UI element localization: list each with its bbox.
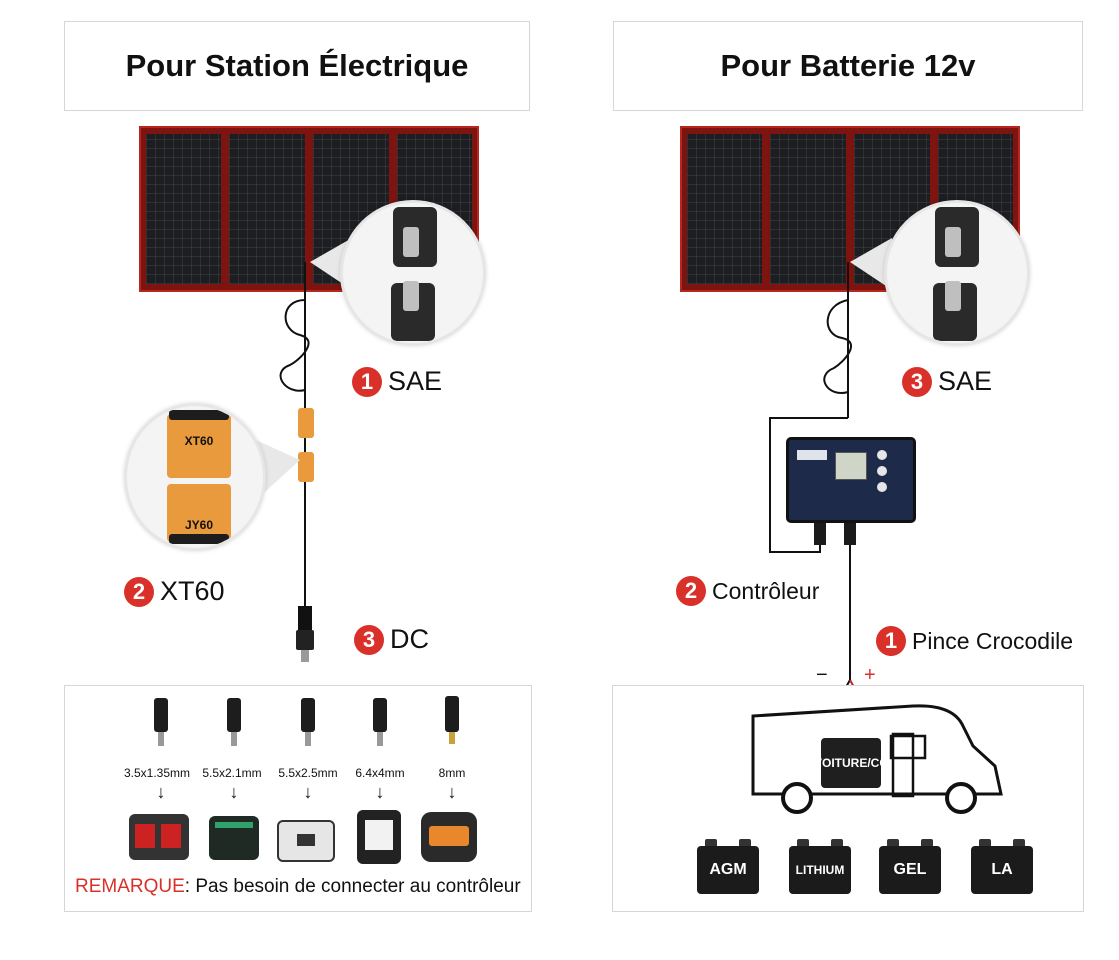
down-arrow-icon: ↓ (156, 782, 166, 802)
dc-plug-body (296, 630, 314, 650)
panel-segment (146, 134, 221, 284)
left-step-xt60: 2 XT60 (124, 576, 225, 607)
left-title: Pour Station Électrique (125, 48, 469, 83)
down-arrow-icon: ↓ (375, 782, 385, 802)
battery-type-agm: AGM (697, 839, 759, 894)
step-number-badge: 3 (354, 624, 384, 655)
right-cable-diagram (769, 238, 892, 720)
right-step-sae: 3 SAE (902, 366, 992, 397)
van-window (889, 734, 927, 760)
step-label: Pince Crocodile (912, 627, 1074, 654)
step-label: SAE (938, 366, 993, 396)
polarity-minus: − (816, 664, 828, 686)
battery-type-gel: GEL (879, 839, 941, 894)
dc-tip-label: 5.5x2.1mm (202, 766, 262, 780)
step-number-badge: 1 (876, 626, 906, 656)
right-step-clamp: 1 Pince Crocodile (876, 626, 1073, 656)
battery-type-label: AGM (709, 861, 747, 878)
vehicle-battery: VOITURE/CC (814, 738, 888, 788)
step-label: SAE (388, 366, 443, 396)
xt60-bottom-label: JY60 (184, 518, 214, 532)
dc-plug-tip (301, 650, 309, 662)
dc-tip-icon (301, 698, 315, 746)
remark-text: : Pas besoin de connecter au contrôleur (184, 876, 521, 897)
sae-pin-top (403, 227, 419, 257)
down-arrow-icon: ↓ (229, 782, 239, 802)
controller-button (877, 450, 887, 460)
dc-tip-label: 8mm (438, 766, 466, 780)
panel-segment (687, 134, 762, 284)
power-station-icon (129, 814, 189, 860)
dc-tip-icons (154, 696, 459, 746)
dc-tip-icon (373, 698, 387, 746)
vehicle-battery-box: VOITURE/CC AGM LITHIUM GEL LA (612, 685, 1084, 912)
right-title-box: Pour Batterie 12v (613, 21, 1083, 111)
step-label: Contrôleur (712, 577, 820, 604)
step-label: XT60 (160, 576, 225, 606)
cable-coil (279, 299, 310, 392)
power-station-icon (357, 810, 401, 864)
left-step-dc: 3 DC (354, 624, 429, 655)
van-wheel (945, 782, 977, 814)
right-title: Pour Batterie 12v (720, 48, 976, 83)
right-step-controller: 2 Contrôleur (676, 576, 819, 606)
van-wheel (781, 782, 813, 814)
xt60-top-label: XT60 (184, 434, 214, 448)
left-title-box: Pour Station Électrique (64, 21, 530, 111)
xt60-connector-top (298, 408, 314, 438)
down-arrow-icon: ↓ (303, 782, 313, 802)
step-number-badge: 3 (902, 366, 932, 397)
step-number-badge: 2 (676, 576, 706, 606)
polarity-plus: + (864, 664, 876, 686)
panel-segment (770, 134, 846, 284)
step-label: DC (390, 624, 429, 654)
xt60-connector-bottom (298, 452, 314, 482)
xt60-zoom-circle: XT60 JY60 (124, 403, 266, 551)
panel-segment (229, 134, 305, 284)
power-station-icon (209, 816, 259, 860)
step-number-badge: 2 (124, 576, 154, 607)
right-sae-zoom-circle (884, 200, 1030, 346)
battery-type-label: GEL (893, 861, 927, 878)
sae-callout-wedge (850, 238, 892, 290)
xt60-plug-female (167, 484, 231, 542)
controller-button (877, 482, 887, 492)
dc-tip-label: 3.5x1.35mm (123, 766, 191, 780)
battery-type-label: LA (991, 861, 1013, 878)
controller-logo (797, 450, 827, 460)
battery-type-label: LITHIUM (795, 863, 845, 877)
xt60-callout-wedge (256, 440, 300, 500)
van-door (891, 732, 915, 798)
controller-button (877, 466, 887, 476)
step-number-badge: 1 (352, 366, 382, 397)
controller-screen (835, 452, 867, 480)
dc-tips-box: 3.5x1.35mm 5.5x2.1mm 5.5x2.5mm 6.4x4mm 8… (64, 685, 532, 912)
xt60-plug-female-cap (169, 534, 229, 544)
dc-tip-icon (445, 696, 459, 744)
left-cable-diagram (256, 238, 352, 662)
remark-note: REMARQUE: Pas besoin de connecter au con… (75, 876, 521, 898)
dc-tip-label: 6.4x4mm (355, 766, 405, 780)
dc-plug-strain (298, 606, 312, 630)
remark-key: REMARQUE (75, 876, 185, 897)
power-station-icon (421, 812, 477, 862)
left-step-sae: 1 SAE (352, 366, 442, 397)
solar-charge-controller (786, 437, 916, 523)
sae-pin-top (945, 227, 961, 257)
battery-type-la: LA (971, 839, 1033, 894)
battery-type-lithium: LITHIUM (789, 839, 851, 894)
left-sae-zoom-circle (340, 200, 486, 346)
xt60-plug-male-cap (169, 410, 229, 420)
power-station-icon (277, 820, 335, 862)
sae-pin-bottom (403, 281, 419, 311)
dc-tip-icon (227, 698, 241, 746)
down-arrow-icon: ↓ (447, 782, 457, 802)
dc-tip-label: 5.5x2.5mm (278, 766, 338, 780)
vehicle-battery-label: VOITURE/CC (814, 756, 889, 770)
dc-tip-icon (154, 698, 168, 746)
xt60-plug-male (167, 414, 231, 478)
cable-coil (823, 299, 852, 395)
sae-pin-bottom (945, 281, 961, 311)
